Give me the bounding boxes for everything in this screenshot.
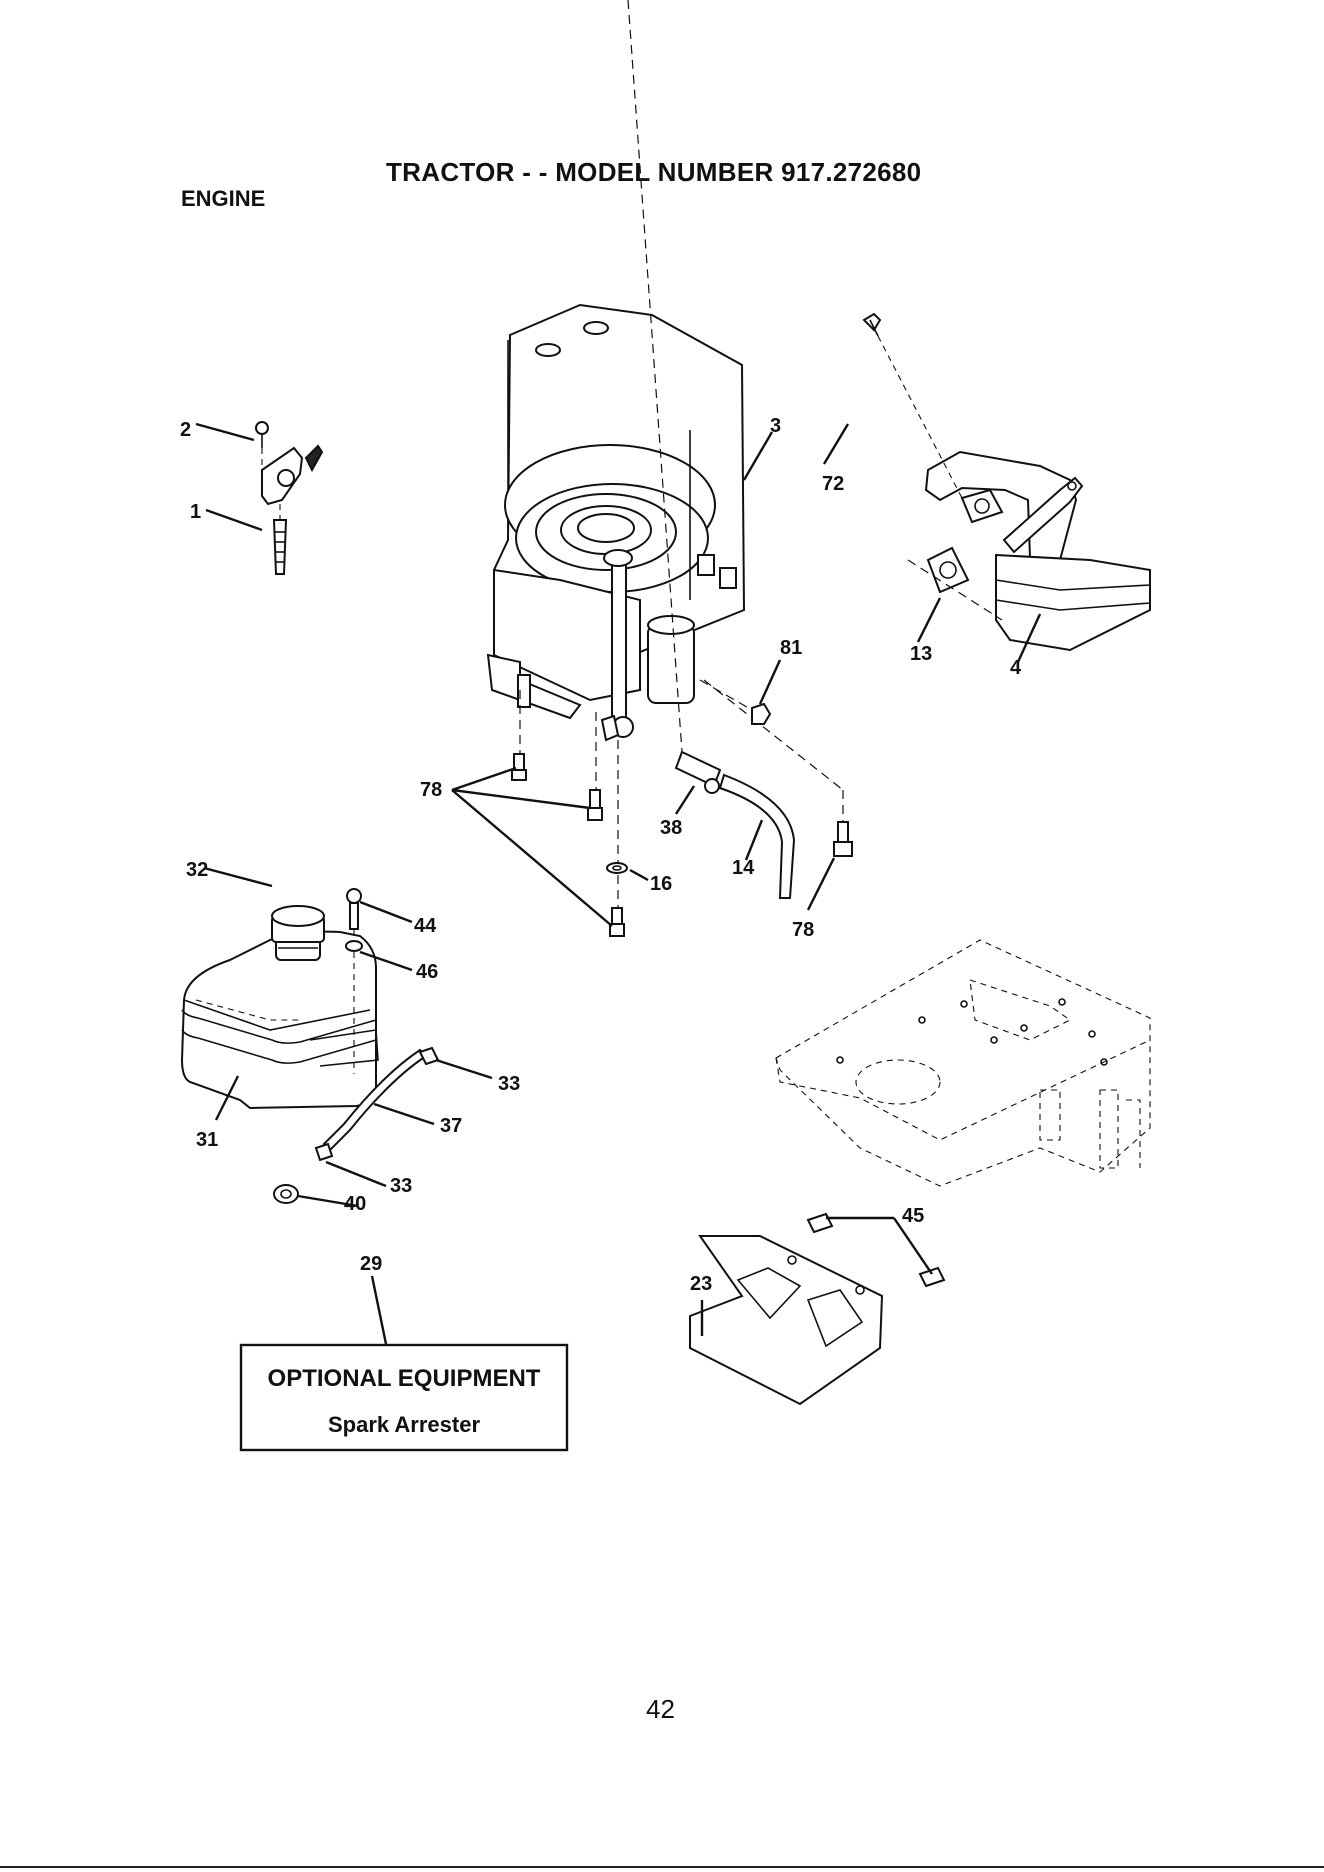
callout-14: 14 xyxy=(732,857,755,879)
callout-2: 2 xyxy=(180,419,191,441)
fuel-cap-part xyxy=(272,906,324,942)
callout-40: 40 xyxy=(344,1193,366,1215)
callout-37: 37 xyxy=(440,1115,462,1137)
throttle-control-part xyxy=(256,422,322,574)
callout-29: 29 xyxy=(360,1253,382,1275)
callout-1: 1 xyxy=(190,501,201,523)
callout-31: 31 xyxy=(196,1129,218,1151)
callout-46: 46 xyxy=(416,961,438,983)
callout-13: 13 xyxy=(910,643,932,665)
bottom-rule xyxy=(0,1866,1324,1868)
heat-shield-part xyxy=(690,1236,882,1404)
callout-32: 32 xyxy=(186,859,208,881)
callout-45: 45 xyxy=(902,1205,924,1227)
callout-78-single: 78 xyxy=(792,919,814,941)
tank-washer-part xyxy=(346,941,362,951)
callout-78-group: 78 xyxy=(420,779,442,801)
callout-33-upper: 33 xyxy=(498,1073,520,1095)
nut-part xyxy=(700,680,770,724)
engine-mount-bolt-part xyxy=(512,680,852,936)
page-number: 42 xyxy=(646,1694,675,1725)
callout-16: 16 xyxy=(650,873,672,895)
washer-part xyxy=(607,863,627,873)
fuel-hose-part xyxy=(720,775,794,898)
muffler-gasket-part xyxy=(908,548,1002,620)
callout-38: 38 xyxy=(660,817,682,839)
tractor-frame-reference xyxy=(776,940,1150,1186)
callout-4: 4 xyxy=(1010,657,1022,679)
callout-33-lower: 33 xyxy=(390,1175,412,1197)
callout-81: 81 xyxy=(780,637,802,659)
callout-3: 3 xyxy=(770,415,781,437)
callout-23: 23 xyxy=(690,1273,712,1295)
fuel-tank-bushing-part xyxy=(274,1185,298,1203)
optional-equipment-box: OPTIONAL EQUIPMENT Spark Arrester xyxy=(241,1345,567,1450)
callout-44: 44 xyxy=(414,915,437,937)
optional-equipment-heading: OPTIONAL EQUIPMENT xyxy=(268,1365,541,1392)
callout-72: 72 xyxy=(822,473,844,495)
optional-equipment-item: Spark Arrester xyxy=(328,1412,480,1437)
engine-part xyxy=(488,305,744,740)
